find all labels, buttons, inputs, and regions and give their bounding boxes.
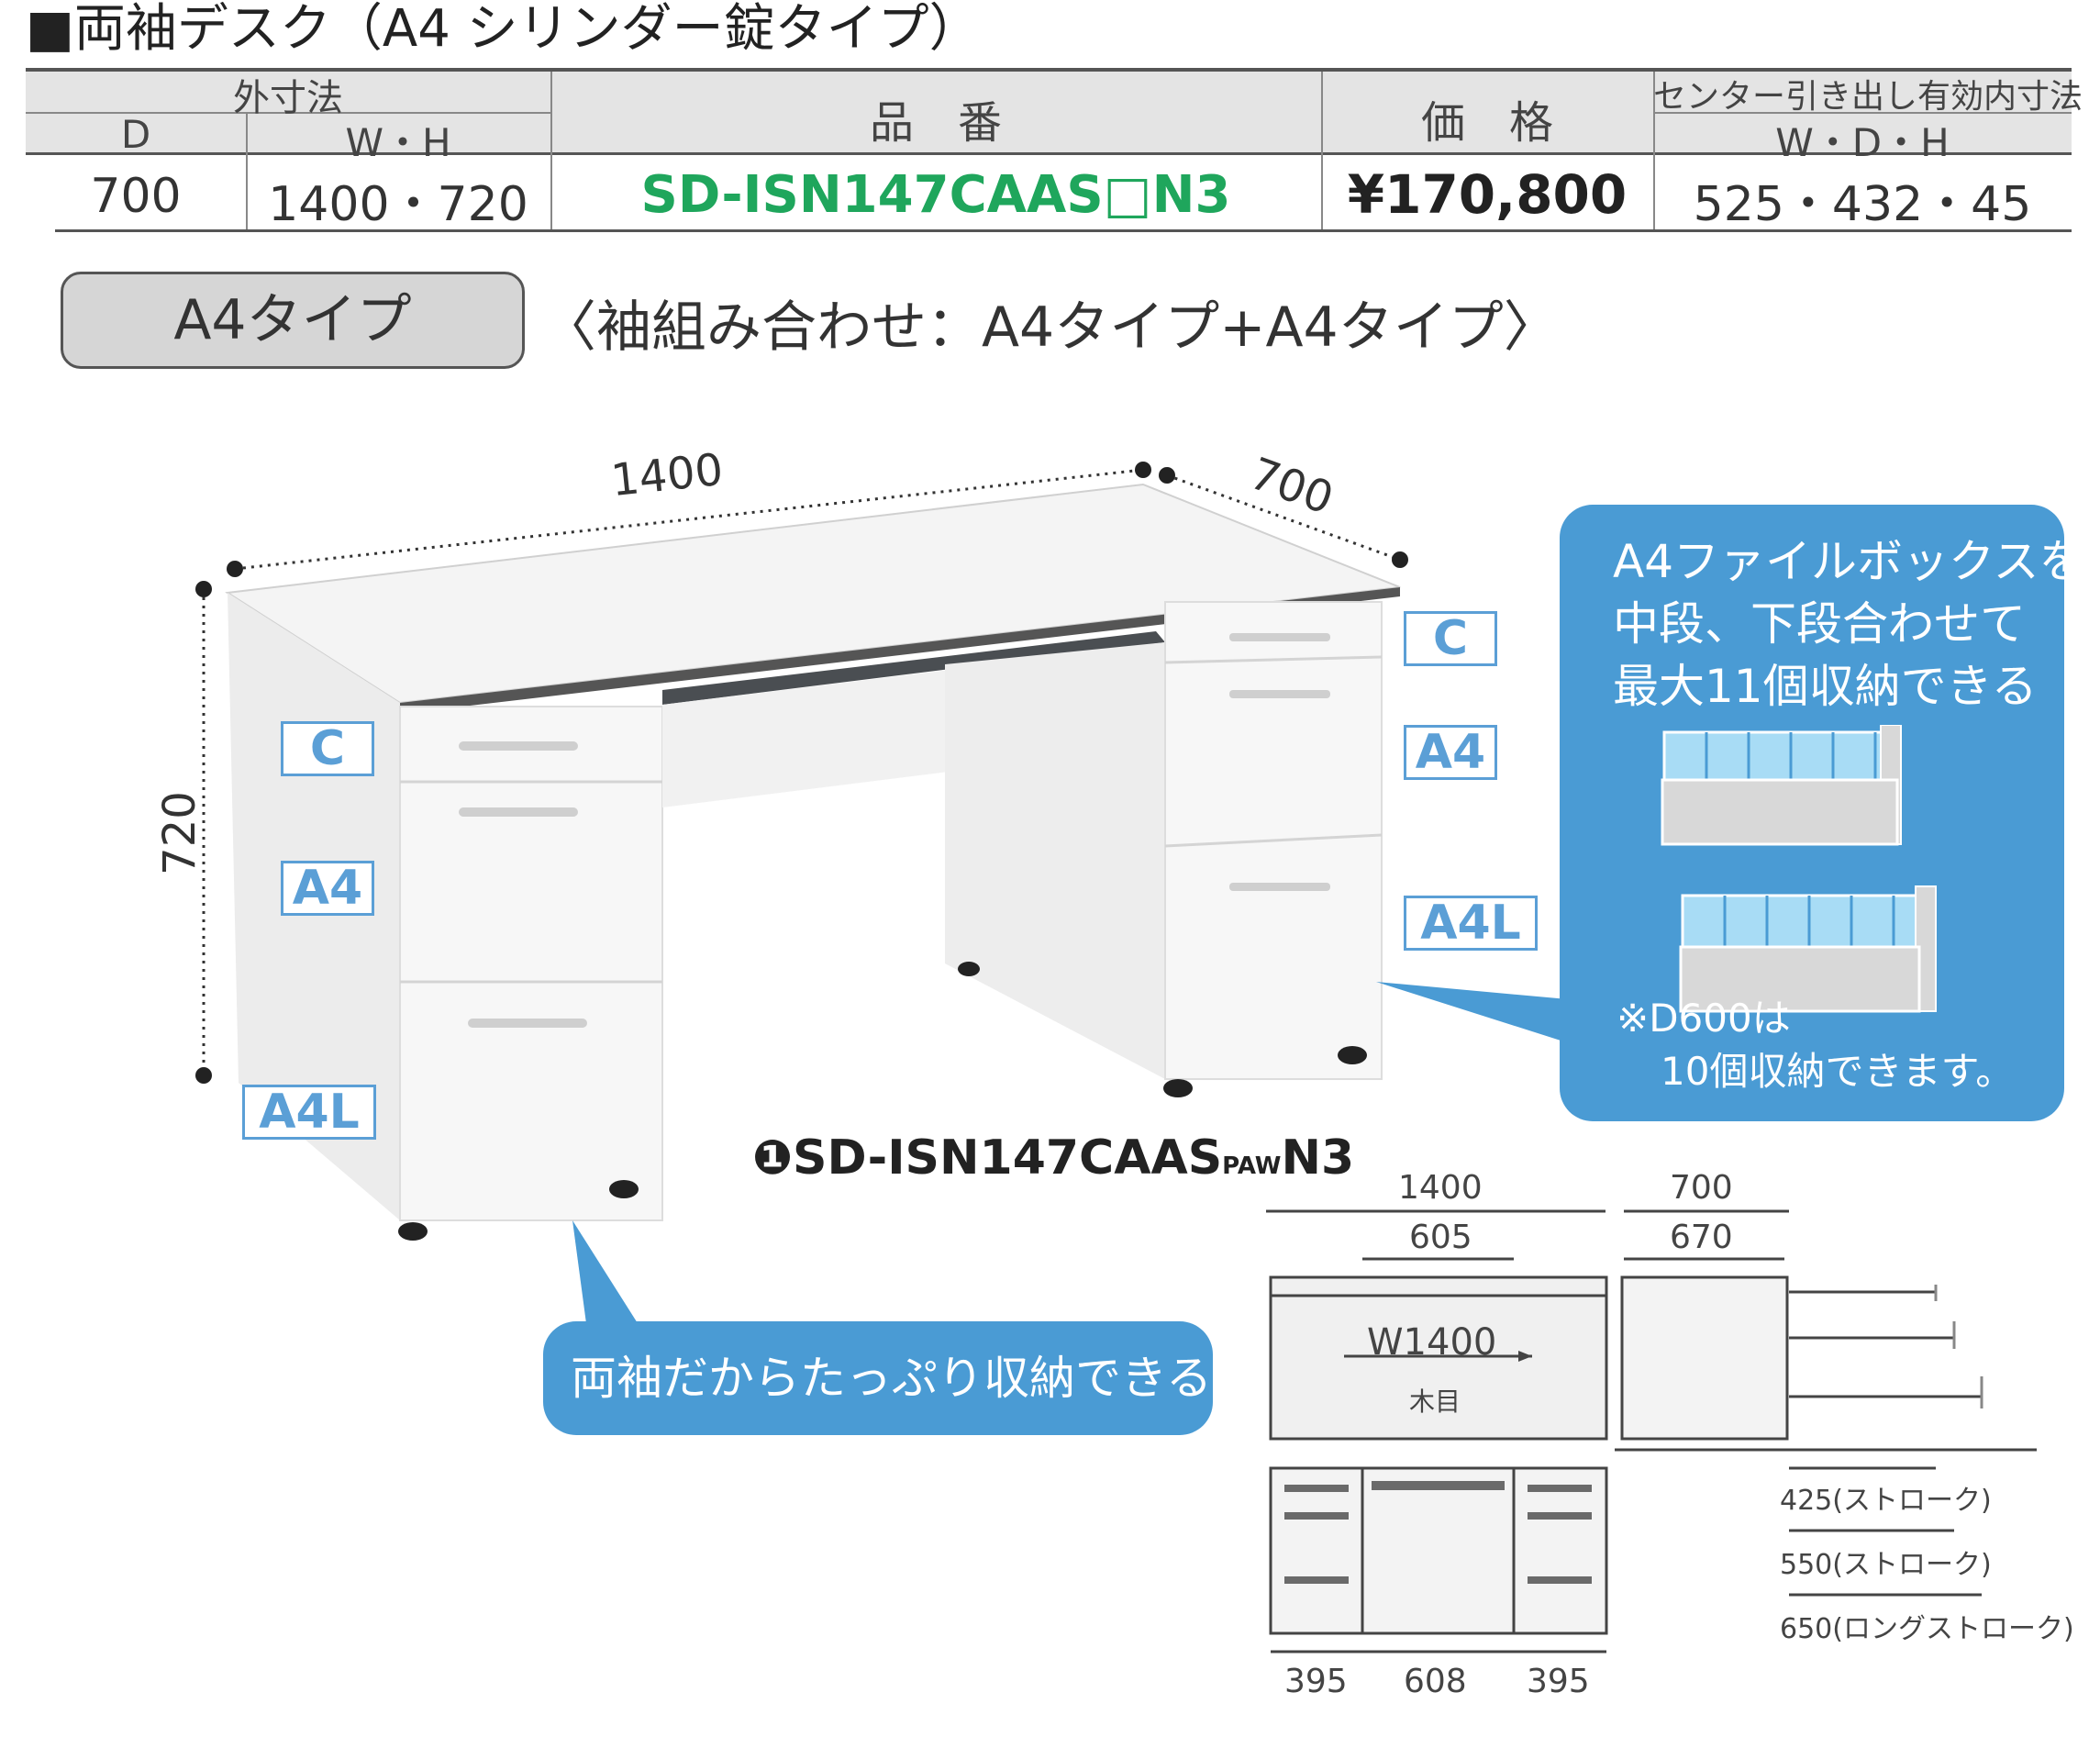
model-number: ❶SD-ISN147CAASPAWN3	[752, 1130, 1354, 1186]
schematic-side-overall: 700	[1670, 1169, 1733, 1207]
tag-right-a4: A4	[1404, 725, 1497, 780]
header-price: 価 格	[1420, 97, 1553, 149]
schematic-w-label: W1400	[1367, 1321, 1497, 1364]
tag-left-a4: A4	[281, 861, 374, 916]
tag-right-a4l: A4L	[1404, 896, 1538, 951]
storage-callout: 両袖だからたっぷり収納できる	[543, 1321, 1213, 1435]
cell-wh: 1400・720	[268, 177, 528, 232]
page-title: ■両袖デスク（A4 シリンダー錠タイプ）	[26, 0, 981, 59]
schematic-bottom-left: 395	[1284, 1663, 1348, 1700]
cell-price: ¥170,800	[1347, 163, 1628, 226]
schematic-side-inner: 670	[1670, 1219, 1733, 1256]
header-center-drawer: センター引き出し有効内寸法	[1653, 78, 2083, 116]
tag-right-c: C	[1404, 611, 1497, 666]
callout-line-1: A4ファイルボックスを	[1613, 535, 2085, 588]
schematic-top-overall: 1400	[1398, 1169, 1483, 1207]
model-number-suffix: N3	[1281, 1130, 1355, 1186]
tag-left-a4l: A4L	[242, 1085, 376, 1140]
schematic-bottom-right: 395	[1527, 1663, 1590, 1700]
callout-note-2: 10個収納できます。	[1661, 1049, 2015, 1094]
callout-line-3: 最大11個収納できる	[1613, 660, 2038, 713]
schematic-bottom-center: 608	[1404, 1663, 1467, 1700]
header-wdh: W・D・H	[1775, 120, 1950, 165]
header-d: D	[120, 112, 151, 157]
storage-callout-text: 両袖だからたっぷり収納できる	[571, 1352, 1212, 1405]
schematic-grain: 木目	[1409, 1386, 1461, 1417]
model-number-sub: PAW	[1222, 1152, 1282, 1180]
type-badge: A4タイプ	[61, 272, 525, 369]
stroke-550: 550(ストローク)	[1780, 1549, 1992, 1581]
tag-left-c: C	[281, 721, 374, 776]
file-box-icon	[1661, 725, 1937, 1013]
cell-product-no: SD-ISN147CAAS□N3	[640, 165, 1231, 225]
cell-d: 700	[90, 169, 182, 224]
callout-note-1: ※D600は	[1617, 996, 1791, 1041]
stroke-425: 425(ストローク)	[1780, 1485, 1992, 1517]
cell-inner-dims: 525・432・45	[1693, 177, 2032, 232]
stroke-650: 650(ロングストローク)	[1780, 1613, 2074, 1645]
header-wh: W・H	[345, 120, 451, 165]
callout-line-2: 中段、下段合わせて	[1613, 597, 2026, 651]
model-number-main: ❶SD-ISN147CAAS	[752, 1130, 1223, 1186]
file-box-callout: A4ファイルボックスを 中段、下段合わせて 最大11個収納できる ※D600は …	[1560, 505, 2085, 1121]
header-product-no: 品 番	[869, 97, 1002, 149]
header-outer-dims: 外寸法	[233, 77, 343, 119]
schematic-top-inner: 605	[1409, 1219, 1472, 1256]
combination-text: 〈袖組み合わせ：A4タイプ+A4タイプ〉	[541, 295, 1559, 360]
dim-height: 720	[153, 791, 206, 875]
